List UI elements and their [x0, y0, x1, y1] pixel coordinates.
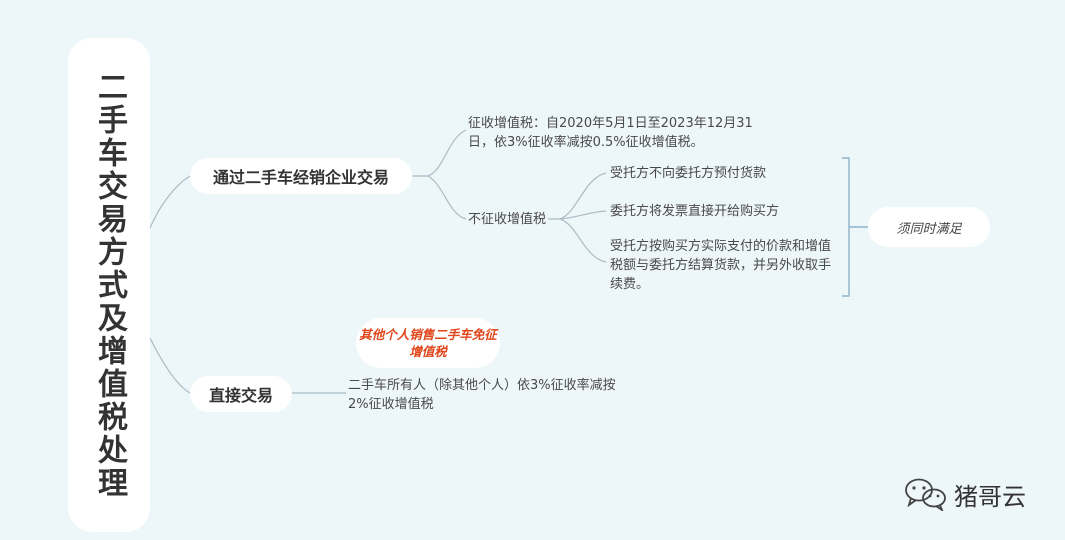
- condition-bracket: [842, 157, 868, 297]
- watermark: 猪哥云: [904, 474, 1026, 514]
- exemption-badge: 其他个人销售二手车免征增值税: [356, 318, 500, 368]
- branch-direct-trade-label: 直接交易: [208, 386, 273, 405]
- branch-dealer-trade-label: 通过二手车经销企业交易: [212, 168, 389, 187]
- condition-note: 须同时满足: [868, 207, 990, 247]
- connector-root-branch2: [149, 337, 191, 394]
- condition-item: 委托方将发票直接开给购买方: [610, 204, 780, 219]
- wechat-icon: [905, 478, 946, 511]
- root-topic: 二手车交易方式及增值税处理: [68, 38, 150, 532]
- condition-item: 受托方按购买方实际支付的价款和增值税额与委托方结算货款，并另外收取手续费。: [610, 239, 832, 292]
- connector-untaxed-cond2: [559, 210, 607, 220]
- branch-dealer-trade: 通过二手车经销企业交易: [190, 158, 412, 194]
- watermark-text: 猪哥云: [954, 482, 1026, 511]
- untaxed-node: 不征收增值税: [468, 212, 547, 227]
- exemption-badge-text: 其他个人销售二手车免征增值税: [359, 327, 497, 359]
- branch-direct-trade: 直接交易: [190, 376, 292, 412]
- connector-untaxed-cond3: [559, 218, 607, 263]
- connector-branch1-untaxed: [427, 175, 467, 220]
- connector-root-branch1: [149, 175, 191, 229]
- root-title: 二手车交易方式及增值税处理: [92, 70, 127, 500]
- direct-trade-note: 二手车所有人（除其他个人）依3%征收率减按2%征收增值税: [348, 378, 616, 412]
- condition-item: 受托方不向委托方预付货款: [610, 166, 767, 181]
- connector-branch1-taxed: [412, 129, 467, 177]
- taxed-node: 征收增值税：自2020年5月1日至2023年12月31日，依3%征收率减按0.5…: [468, 116, 753, 150]
